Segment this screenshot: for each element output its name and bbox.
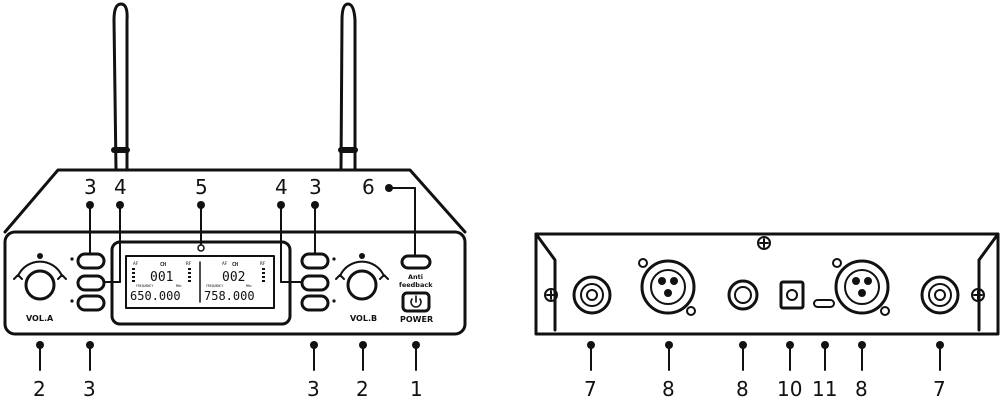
volume-knob-b[interactable] (335, 260, 389, 301)
antenna-right (338, 2, 358, 172)
callout-rear-6: 8 (855, 377, 868, 401)
vol-a-label: VOL.A (26, 314, 54, 323)
callout-front-bottom-1: 2 (33, 377, 46, 401)
callout-dots (36, 184, 944, 349)
rear-screw-left (544, 288, 558, 302)
callout-front-top-6: 6 (362, 175, 375, 199)
vol-b-label: VOL.B (350, 314, 377, 323)
lcd-channel-a: 001 (150, 270, 173, 285)
callout-front-top-2: 4 (114, 175, 127, 199)
callouts-front-bottom: 2 3 3 2 1 (33, 377, 423, 401)
lcd-freq-a: 650.000 (130, 289, 181, 303)
callout-front-bottom-3: 3 (307, 377, 320, 401)
callout-rear-1: 7 (584, 377, 597, 401)
callout-rear-7: 7 (933, 377, 946, 401)
lcd-ch-b: CH (232, 262, 238, 268)
lcd-rf-b: RF (260, 261, 266, 267)
anti-feedback-label-line1: Anti (408, 273, 423, 281)
callouts-rear: 7 8 8 10 11 8 7 (584, 377, 946, 401)
volume-knob-a[interactable] (13, 260, 67, 301)
xlr-output-a[interactable] (638, 258, 696, 316)
power-icon (410, 295, 422, 308)
callout-front-top-3: 5 (195, 175, 208, 199)
callout-rear-2: 8 (662, 377, 675, 401)
jack-output[interactable] (727, 279, 759, 311)
lcd-af-a: AF (133, 261, 139, 267)
power-button[interactable] (401, 291, 431, 313)
antenna-left (111, 2, 130, 172)
lcd-freq-label-a: FREQUENCY (136, 284, 153, 288)
callouts-front-top: 3 4 5 4 3 6 (84, 175, 375, 199)
callout-front-bottom-5: 1 (410, 377, 423, 401)
antenna-connector-right[interactable] (920, 275, 960, 315)
callout-leaders-rear (590, 344, 941, 371)
lcd-mhz-b: MHz (246, 284, 252, 288)
callout-front-bottom-2: 3 (83, 377, 96, 401)
callout-rear-5: 11 (812, 377, 837, 401)
antenna-connector-left[interactable] (572, 275, 612, 315)
dc-power-input[interactable] (779, 280, 805, 310)
lcd-freq-b: 758.000 (204, 289, 255, 303)
lcd-af-b: AF (222, 261, 228, 267)
callout-leaders-front-bottom (39, 344, 417, 371)
xlr-output-b[interactable] (832, 258, 890, 316)
lcd-ch-a: CH (160, 262, 166, 268)
power-label: POWER (400, 315, 433, 324)
rear-screw-right (971, 288, 985, 302)
callout-front-bottom-4: 2 (356, 377, 369, 401)
callout-rear-4: 10 (777, 377, 802, 401)
rear-chassis (534, 232, 1000, 336)
rear-screw-top (757, 236, 771, 250)
usb-c-port[interactable] (813, 299, 835, 308)
lcd-channel-b: 002 (222, 270, 245, 285)
front-chassis-top (3, 168, 467, 234)
anti-feedback-label-line2: feedback (399, 281, 433, 289)
lcd-mhz-a: MHz (176, 284, 182, 288)
callout-front-top-1: 3 (84, 175, 97, 199)
lcd-rf-a: RF (186, 261, 192, 267)
callout-leaders-front-top (89, 187, 416, 283)
callout-front-top-5: 3 (309, 175, 322, 199)
lcd-content: AF RF AF RF CH CH 001 002 FREQUENCY MHz … (130, 261, 266, 303)
lcd-freq-label-b: FREQUENCY (206, 284, 223, 288)
callout-front-top-4: 4 (275, 175, 288, 199)
callout-rear-3: 8 (736, 377, 749, 401)
